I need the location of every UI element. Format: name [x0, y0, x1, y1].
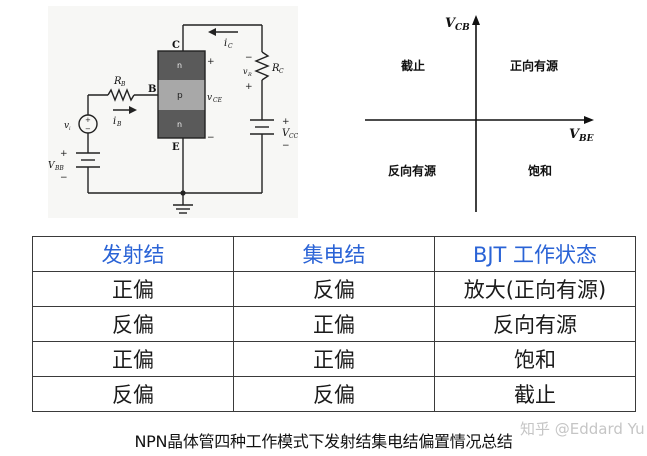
- svg-text:V: V: [569, 127, 581, 142]
- svg-text:i: i: [224, 38, 227, 49]
- table-row: 反偏 反偏 截止: [32, 376, 636, 412]
- quadrant-top-left-label: 截止: [401, 58, 425, 73]
- base-p-region: [158, 80, 205, 110]
- svg-text:R: R: [271, 63, 280, 74]
- svg-text:R: R: [247, 72, 252, 78]
- bias-summary-table: 发射结 集电结 BJT 工作状态 正偏 反偏 放大(正向有源) 反偏 正偏 反向…: [32, 236, 636, 412]
- table-cell: 饱和: [434, 341, 636, 377]
- svg-text:−: −: [282, 141, 290, 151]
- quadrant-plot: V CB V BE 截止 正向有源 反向有源 饱和: [365, 15, 594, 212]
- svg-text:v: v: [207, 93, 212, 103]
- table-cell: 反偏: [233, 376, 435, 412]
- svg-text:i: i: [69, 126, 71, 132]
- table-row: 反偏 正偏 反向有源: [32, 306, 636, 342]
- svg-text:B: B: [148, 84, 156, 95]
- svg-text:BB: BB: [54, 165, 64, 172]
- table-cell: 反偏: [233, 271, 435, 307]
- collector-n-region: [158, 51, 205, 80]
- quadrant-bottom-left-label: 反向有源: [388, 163, 436, 178]
- ib-arrow-icon: [129, 106, 137, 114]
- svg-text:+: +: [207, 57, 215, 67]
- table-cell: 正偏: [233, 306, 435, 342]
- quadrant-top-right-label: 正向有源: [510, 58, 558, 73]
- svg-text:+: +: [282, 117, 290, 127]
- table-cell: 反向有源: [434, 306, 636, 342]
- svg-text:+: +: [245, 82, 253, 92]
- operating-mode-quadrant: V CB V BE 截止 正向有源 反向有源 饱和: [355, 0, 615, 220]
- table-cell: 反偏: [32, 306, 234, 342]
- svg-text:+: +: [85, 116, 91, 124]
- svg-text:C: C: [172, 40, 180, 51]
- header-bjt-state: BJT 工作状态: [434, 236, 636, 272]
- header-emitter-junction: 发射结: [32, 236, 234, 272]
- svg-text:i: i: [113, 116, 116, 127]
- header-collector-junction: 集电结: [233, 236, 435, 272]
- svg-text:B: B: [116, 121, 122, 128]
- svg-text:−: −: [85, 125, 91, 133]
- table-cell: 截止: [434, 376, 636, 412]
- npn-circuit-diagram: + − C B E n p n R B R C i B i C v R − + …: [48, 6, 298, 218]
- svg-text:−: −: [245, 53, 253, 63]
- table-header-row: 发射结 集电结 BJT 工作状态: [32, 236, 636, 272]
- circuit-schematic: + − C B E n p n R B R C i B i C v R − + …: [48, 24, 298, 214]
- table-row: 正偏 反偏 放大(正向有源): [32, 271, 636, 307]
- table-cell: 反偏: [32, 376, 234, 412]
- ground-node-dot: [180, 190, 186, 196]
- svg-text:v: v: [243, 67, 248, 76]
- svg-text:BE: BE: [578, 134, 594, 144]
- quadrant-bottom-right-label: 饱和: [528, 163, 552, 178]
- svg-text:B: B: [120, 81, 126, 88]
- emitter-n-region: [158, 110, 205, 138]
- svg-text:C: C: [228, 43, 233, 50]
- svg-text:v: v: [64, 121, 69, 131]
- x-axis-arrow-icon: [584, 116, 594, 124]
- svg-text:n: n: [177, 61, 182, 70]
- table-cell: 放大(正向有源): [434, 271, 636, 307]
- watermark: 知乎 @Eddard Yu: [520, 420, 645, 438]
- svg-text:+: +: [60, 149, 68, 159]
- table-cell: 正偏: [233, 341, 435, 377]
- svg-text:CB: CB: [455, 23, 470, 33]
- svg-text:p: p: [177, 91, 183, 101]
- svg-text:CE: CE: [213, 97, 223, 104]
- svg-text:E: E: [172, 142, 180, 153]
- table-cell: 正偏: [32, 341, 234, 377]
- table-row: 正偏 正偏 饱和: [32, 341, 636, 377]
- svg-text:−: −: [207, 133, 215, 143]
- svg-text:−: −: [60, 173, 68, 183]
- y-axis-arrow-icon: [472, 15, 480, 25]
- table-cell: 正偏: [32, 271, 234, 307]
- svg-text:C: C: [279, 68, 284, 75]
- svg-text:V: V: [445, 16, 457, 31]
- svg-text:R: R: [113, 76, 122, 87]
- svg-text:V: V: [282, 128, 291, 139]
- svg-text:n: n: [177, 120, 182, 129]
- figure-caption: NPN晶体管四种工作模式下发射结集电结偏置情况总结: [134, 432, 513, 451]
- ic-arrow-icon: [208, 28, 216, 36]
- svg-text:V: V: [48, 161, 56, 171]
- svg-text:CC: CC: [289, 133, 298, 140]
